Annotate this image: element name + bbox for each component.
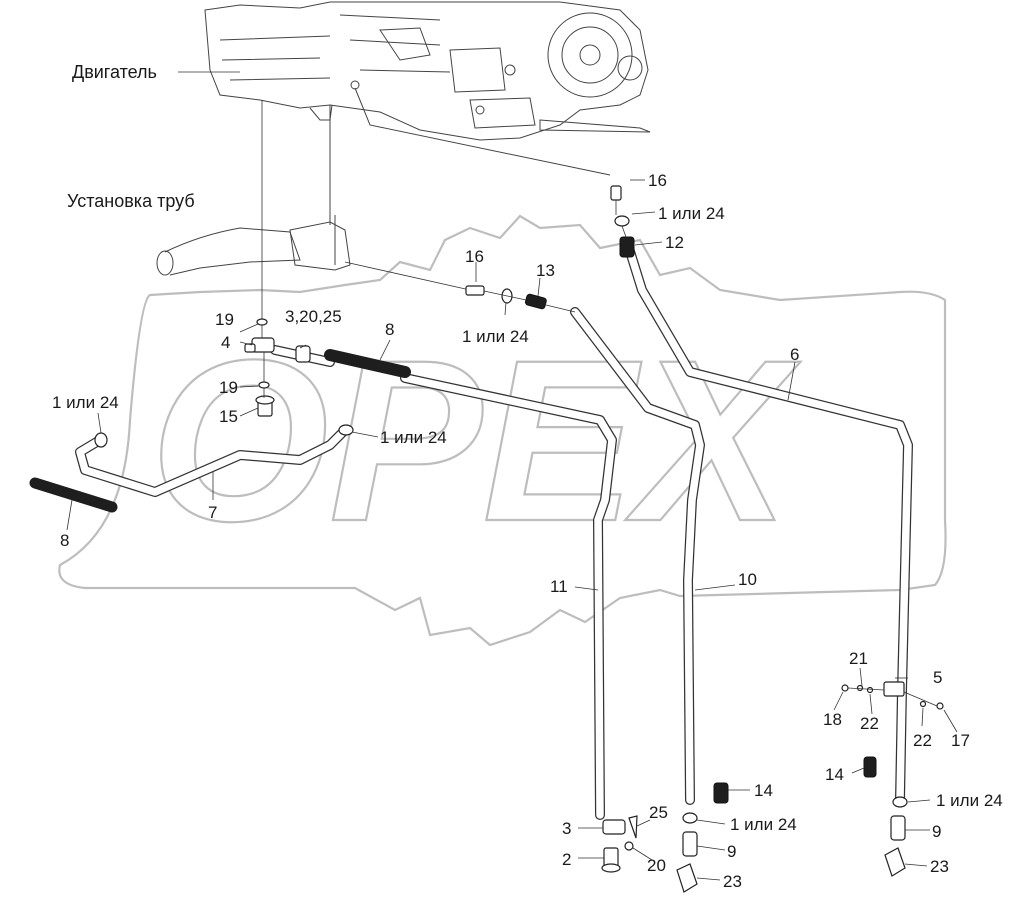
label-1or24-r: 1 или 24 — [936, 791, 1003, 810]
label-25: 25 — [649, 803, 668, 822]
label-20: 20 — [647, 856, 666, 875]
watermark-gear — [58, 214, 947, 647]
label-21: 21 — [849, 649, 868, 668]
label-5: 5 — [933, 668, 942, 687]
label-1or24-left: 1 или 24 — [52, 393, 119, 412]
label-1or24-mid: 1 или 24 — [462, 327, 529, 346]
engine-sketch — [204, 1, 651, 176]
label-pipe-install: Установка труб — [67, 191, 195, 211]
label-8-top: 8 — [385, 320, 394, 339]
label-7: 7 — [208, 503, 217, 522]
label-23-mid: 23 — [723, 872, 742, 891]
label-13: 13 — [536, 261, 555, 280]
label-12: 12 — [665, 233, 684, 252]
label-4: 4 — [221, 333, 230, 352]
label-11: 11 — [550, 577, 568, 596]
label-16-top: 16 — [648, 171, 667, 190]
label-17: 17 — [951, 731, 970, 750]
label-6: 6 — [790, 345, 799, 364]
label-19-bot: 19 — [219, 378, 238, 397]
label-16-mid: 16 — [465, 247, 484, 266]
label-14-right: 14 — [825, 765, 844, 784]
label-19-top: 19 — [215, 310, 234, 329]
label-2: 2 — [562, 850, 571, 869]
label-1or24-top: 1 или 24 — [658, 204, 725, 223]
label-9-mid: 9 — [727, 842, 736, 861]
label-3-20-25: 3,20,25 — [285, 307, 342, 326]
label-10: 10 — [738, 570, 757, 589]
pipe-install-sketch — [156, 105, 351, 276]
label-8-left: 8 — [60, 531, 69, 550]
label-14-mid: 14 — [754, 781, 773, 800]
label-18: 18 — [823, 710, 842, 729]
watermark-logo: OPEX — [58, 214, 947, 647]
label-1or24-b: 1 или 24 — [730, 815, 797, 834]
label-9-right: 9 — [932, 822, 941, 841]
label-15: 15 — [219, 407, 238, 426]
label-23-right: 23 — [930, 857, 949, 876]
label-engine: Двигатель — [72, 62, 157, 82]
label-3-bot: 3 — [562, 819, 571, 838]
label-22-a: 22 — [860, 714, 879, 733]
label-22-b: 22 — [913, 731, 932, 750]
label-1or24-center: 1 или 24 — [380, 428, 447, 447]
